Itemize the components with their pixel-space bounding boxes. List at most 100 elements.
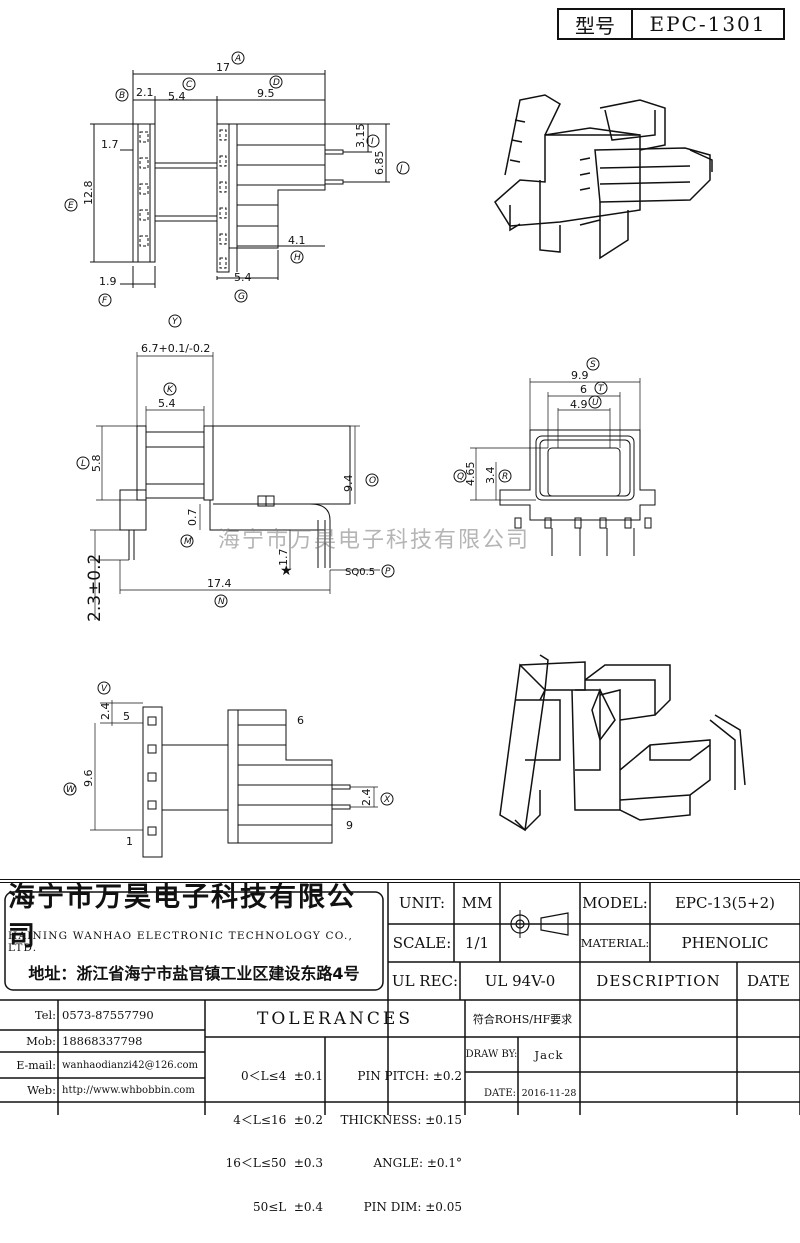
ref-l: L [81,459,86,469]
dim-bottom-24a: 2.4 [99,703,112,721]
email-label: E-mail: [16,1058,56,1072]
ref-r: R [502,472,508,482]
tol-row-3: 16＜L≤50 ±0.3 [225,1156,323,1170]
dim-side-07: 0.7 [186,509,199,527]
pin-5-label: 5 [123,710,130,723]
projection-symbol [500,882,580,962]
front-view [470,378,656,556]
dim-front-99: 9.9 [571,369,589,382]
title-block-grid [0,882,800,1115]
ref-u: U [592,398,599,408]
tolerance-length-list: 0＜L≤4 ±0.1 4＜L≤16 ±0.2 16＜L≤50 ±0.3 50≤L… [205,1040,323,1243]
ref-k: K [167,385,174,395]
material-value: PHENOLIC [681,934,769,952]
ref-n: N [218,597,225,607]
top-view [90,70,390,288]
watermark-text: 海宁市万昊电子科技有限公司 [218,528,531,553]
ref-v: V [101,684,108,694]
unit-value: MM [461,894,493,912]
iso-view-top [494,94,713,260]
tol-row-4: 50≤L ±0.4 [252,1199,323,1214]
tol-pin-4: PIN DIM: ±0.05 [363,1199,462,1214]
unit-label: UNIT: [398,894,446,912]
dim-side-23: 2.3±0.2 [85,554,105,622]
date-label: DATE: [483,1088,516,1099]
ref-circles-top: A B C D E F G H I J Y [64,51,410,328]
ref-q: Q [457,472,464,482]
dim-top-width: 17 [216,61,230,74]
tol-pin-3: ANGLE: ±0.1° [373,1156,462,1170]
bottom-view [90,700,378,858]
draw-by-value: Jack [534,1047,564,1062]
email-value: wanhaodianzi42@126.com [62,1059,198,1071]
dim-pin-685: 6.85 [373,151,386,176]
svg-text:★: ★ [280,563,293,579]
dim-side-174: 17.4 [207,577,232,590]
dim-left-height: 12.8 [82,181,95,206]
date-value: 2016-11-28 [521,1088,577,1099]
ul-rec-value: UL 94V-0 [484,972,556,990]
dim-bottom-96: 9.6 [82,770,95,788]
tol-pin-1: PIN PITCH: ±0.2 [357,1069,462,1083]
web-label: Web: [27,1083,56,1097]
material-label: MATERIAL: [580,936,650,950]
dim-pin-315: 3.15 [354,124,367,149]
ref-s: S [590,360,596,370]
ref-c: C [186,80,193,90]
dim-front-49: 4.9 [570,398,588,411]
model-header-box: 型号 EPC-1301 [557,8,785,40]
draw-by-label: DRAW BY: [465,1049,518,1060]
company-name-en: HAINING WANHAO ELECTRONIC TECHNOLOGY CO.… [8,930,354,954]
side-view: ★ [90,352,380,620]
dim-top-right: 9.5 [257,87,275,100]
model-value: EPC-13(5+2) [674,894,776,912]
dim-top-mid: 5.4 [168,90,186,103]
dim-front-34: 3.4 [484,467,497,485]
ref-t: T [598,384,605,394]
model-header-value: EPC-1301 [649,12,767,36]
ref-f: F [102,296,108,306]
ref-h: H [294,253,301,263]
tel-value: 0573-87557790 [62,1008,154,1022]
ref-w: W [66,785,76,795]
model-header-label: 型号 [559,10,633,38]
dim-left-1: 1.7 [101,138,119,151]
description-header: DESCRIPTION [596,972,721,990]
ref-circles-front: Q R S T U [453,357,608,483]
ref-e: E [68,201,74,211]
dim-side-94: 9.4 [342,475,355,493]
date-header: DATE [747,972,790,990]
iso-view-bottom [499,654,746,832]
ref-o: O [369,476,376,486]
title-block: 海宁市万昊电子科技有限公司 HAINING WANHAO ELECTRONIC … [0,882,800,1214]
dim-top-left: 2.1 [136,86,154,99]
mob-label: Mob: [26,1034,56,1048]
company-address: 地址：浙江省海宁市盐官镇工业区建设东路4号 [28,964,360,983]
technical-drawing: 17 2.1 5.4 9.5 1.7 12.8 1.9 5.4 4.1 3.15… [0,51,800,880]
ref-g: G [238,292,245,302]
ref-x: X [383,795,391,805]
ref-m: M [184,537,192,547]
dim-right-4: 4.1 [288,234,306,247]
ul-rec-label: UL REC: [391,972,459,990]
ref-p: P [385,567,391,577]
dim-side-sq: SQ0.5 [345,567,375,578]
ref-b: B [119,91,125,101]
tolerance-pin-list: PIN PITCH: ±0.2 THICKNESS: ±0.15 ANGLE: … [326,1040,462,1243]
dim-front-6: 6 [580,383,587,396]
dim-bottom-24b: 2.4 [360,789,373,807]
ref-circles-side: K L M N O P [76,382,395,608]
tolerances-title: TOLERANCES [257,1008,413,1029]
ref-y: Y [172,317,179,327]
pin-1-label: 1 [126,835,133,848]
dim-side-tol: 6.7+0.1/-0.2 [141,342,210,355]
ref-j: J [398,164,403,174]
tol-row-1: 0＜L≤4 ±0.1 [240,1069,323,1083]
tel-label: Tel: [34,1008,56,1022]
company-name-cn: 海宁市万昊电子科技有限公司 [8,882,356,952]
web-value: http://www.whbobbin.com [62,1084,195,1096]
dim-side-58: 5.8 [90,455,103,473]
ref-i: I [371,137,374,147]
dim-side-17: 1.7 [277,549,290,567]
pin-9-label: 9 [346,819,353,832]
